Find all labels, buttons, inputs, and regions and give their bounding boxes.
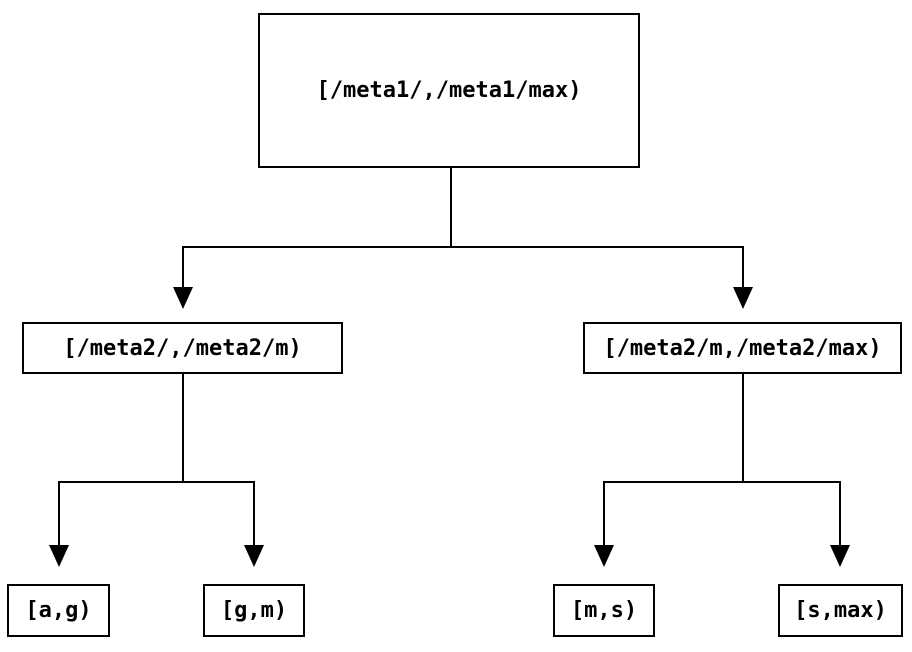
edge-meta2-low-stem [182, 374, 184, 483]
node-leaf-smax: [s,max) [778, 584, 903, 637]
edge-drop-leaf-ag [58, 481, 60, 547]
edge-drop-meta2-low [182, 246, 184, 289]
edge-drop-meta2-high [742, 246, 744, 289]
node-leaf-gm: [g,m) [203, 584, 305, 637]
edge-drop-leaf-ms [603, 481, 605, 547]
arrowhead-meta2-high-icon [733, 287, 753, 309]
arrowhead-leaf-ms-icon [594, 545, 614, 567]
node-meta2-low: [/meta2/,/meta2/m) [22, 322, 343, 374]
arrowhead-meta2-low-icon [173, 287, 193, 309]
edge-root-stem [450, 168, 452, 248]
edge-meta2-high-stem [742, 374, 744, 483]
edge-level1-rail [182, 246, 744, 248]
node-root: [/meta1/,/meta1/max) [258, 13, 640, 168]
node-leaf-ag: [a,g) [7, 584, 110, 637]
arrowhead-leaf-gm-icon [244, 545, 264, 567]
edge-drop-leaf-gm [253, 481, 255, 547]
edge-left-leaf-rail [58, 481, 255, 483]
edge-right-leaf-rail [603, 481, 840, 483]
node-meta2-high: [/meta2/m,/meta2/max) [583, 322, 902, 374]
edge-drop-leaf-smax [839, 481, 841, 547]
arrowhead-leaf-smax-icon [830, 545, 850, 567]
arrowhead-leaf-ag-icon [49, 545, 69, 567]
node-leaf-ms: [m,s) [553, 584, 655, 637]
